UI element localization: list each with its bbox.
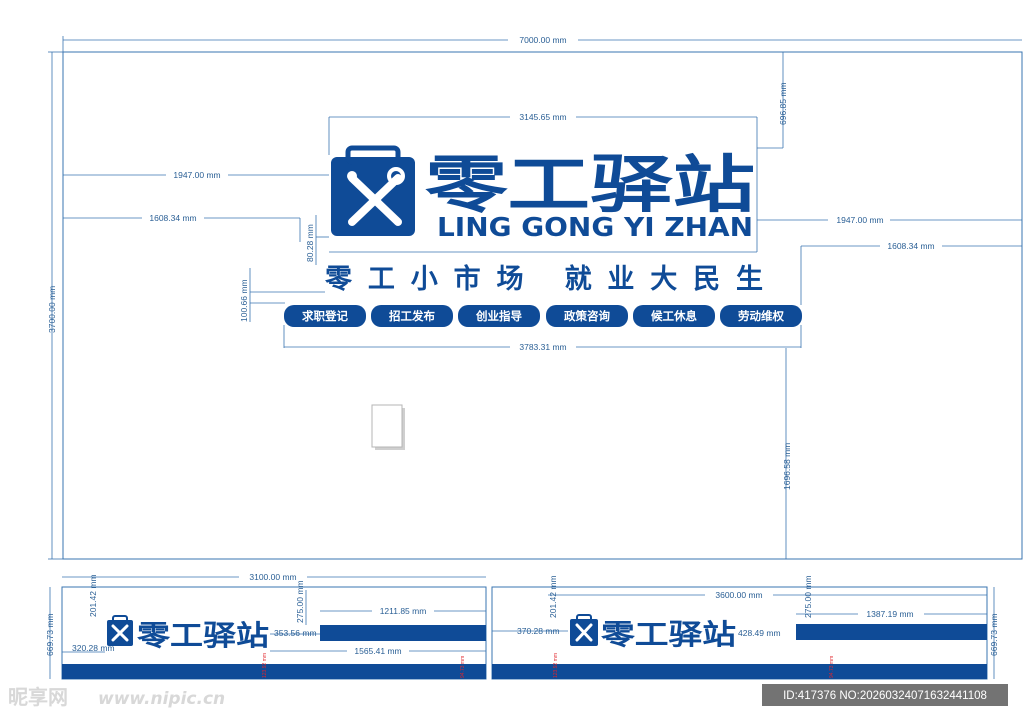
dim-left-pill-margin: 1608.34 mm [149, 213, 196, 223]
dim-right-pill-margin: 1608.34 mm [887, 241, 934, 251]
svg-text:275.00 mm: 275.00 mm [803, 575, 813, 618]
service-pills: 求职登记 招工发布 创业指导 政策咨询 候工休息 劳动维权 [284, 305, 802, 327]
id-badge: ID:417376 NO:20260324071632441108 [762, 684, 1008, 706]
title-cn: 零工驿站 [425, 148, 755, 221]
svg-text:求职登记: 求职登记 [302, 309, 348, 323]
svg-text:320.28 mm: 320.28 mm [72, 643, 115, 653]
dim-total-height: 3700.00 mm [47, 286, 57, 333]
svg-text:428.49 mm: 428.49 mm [738, 628, 781, 638]
svg-text:94.73 mm: 94.73 mm [829, 656, 835, 678]
main-frame [62, 51, 1023, 560]
paper-placeholder [371, 404, 405, 450]
dim-pills-width: 3783.31 mm [519, 342, 566, 352]
service-pill: 求职登记 [284, 305, 366, 327]
briefcase-tools-logo-icon [331, 145, 415, 236]
title-en: LING GONG YI ZHAN [437, 213, 753, 243]
dim-logo-width: 3145.65 mm [519, 112, 566, 122]
svg-text:ID:417376 NO:20260324071632441: ID:417376 NO:20260324071632441108 [783, 690, 987, 702]
svg-text:创业指导: 创业指导 [475, 309, 522, 323]
dim-en-gap: 80.28 mm [305, 224, 315, 262]
svg-text:94.73 mm: 94.73 mm [460, 656, 466, 678]
briefcase-tools-logo-icon [107, 615, 133, 646]
dim-top-margin: 696.85 mm [778, 82, 788, 125]
service-pill: 创业指导 [458, 305, 540, 327]
svg-text:政策咨询: 政策咨询 [564, 309, 610, 323]
dim-left-margin: 1947.00 mm [173, 170, 220, 180]
watermark-site: 昵享网 [8, 685, 68, 709]
svg-text:候工休息: 候工休息 [651, 309, 697, 323]
watermark-url: www.nipic.cn [98, 689, 225, 709]
svg-text:201.42 mm: 201.42 mm [88, 574, 98, 617]
dim-right-margin: 1947.00 mm [836, 215, 883, 225]
svg-text:零工驿站: 零工驿站 [601, 618, 736, 651]
svg-text:201.42 mm: 201.42 mm [548, 575, 558, 618]
dim-bottom-gap: 1696.58 mm [782, 443, 792, 490]
small-sign-left: 3100.00 mm 669.73 mm 201.42 mm 275.00 mm… [45, 571, 487, 680]
svg-text:669.73 mm: 669.73 mm [989, 613, 999, 656]
svg-text:招工发布: 招工发布 [389, 309, 435, 323]
svg-text:669.73 mm: 669.73 mm [45, 613, 55, 656]
svg-text:3100.00 mm: 3100.00 mm [249, 572, 296, 582]
svg-text:劳动维权: 劳动维权 [738, 309, 784, 323]
service-pill: 候工休息 [633, 305, 715, 327]
svg-text:零工驿站: 零工驿站 [137, 619, 269, 652]
svg-text:1211.85 mm: 1211.85 mm [380, 606, 427, 616]
svg-text:1565.41 mm: 1565.41 mm [354, 646, 401, 656]
svg-text:353.56 mm: 353.56 mm [274, 628, 317, 638]
svg-text:3600.00 mm: 3600.00 mm [715, 590, 762, 600]
svg-text:1387.19 mm: 1387.19 mm [866, 609, 913, 619]
service-pill: 劳动维权 [720, 305, 802, 327]
svg-text:123.92 mm: 123.92 mm [553, 653, 559, 678]
svg-text:275.00 mm: 275.00 mm [295, 580, 305, 623]
briefcase-tools-logo-icon [570, 614, 598, 646]
service-pill: 政策咨询 [546, 305, 628, 327]
small-sign-right: 3600.00 mm 669.73 mm 201.42 mm 275.00 mm… [491, 575, 999, 680]
slogan: 零工小市场 就业大民生 [324, 263, 763, 295]
svg-text:123.92 mm: 123.92 mm [262, 653, 268, 678]
dim-slogan-gap: 100.66 mm [239, 279, 249, 322]
dim-total-width: 7000.00 mm [519, 35, 566, 45]
service-pill: 招工发布 [371, 305, 453, 327]
